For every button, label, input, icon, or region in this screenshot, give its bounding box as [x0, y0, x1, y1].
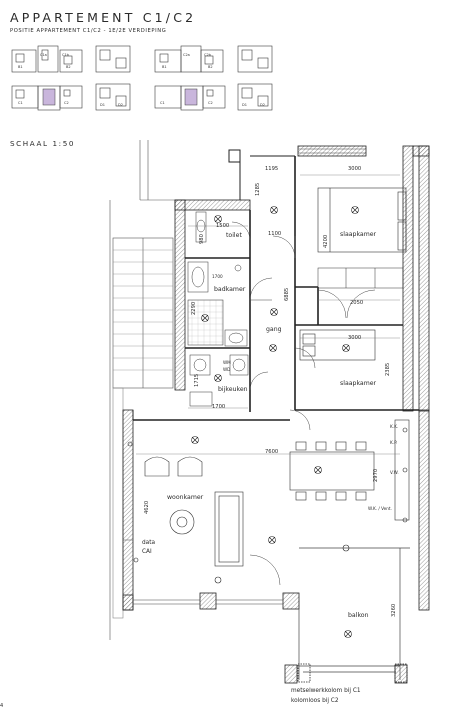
- windows: [123, 148, 366, 605]
- annotation-kp: K.P.: [390, 440, 398, 445]
- dimension-1500: 1500: [216, 223, 230, 229]
- column-marker-left: [297, 663, 311, 683]
- interior-walls: [133, 156, 419, 421]
- annotation-wm: WM: [223, 360, 231, 365]
- bijkeuken-fixtures: [189, 354, 249, 407]
- highlight-apartment-c1: [42, 88, 56, 106]
- room-label-slaapkamer-1: slaapkamer: [340, 231, 377, 238]
- annotation-wd: WD: [223, 367, 231, 372]
- thumb-tag: C1b: [62, 53, 70, 57]
- room-label-woonkamer: woonkamer: [167, 494, 204, 501]
- thumb-tag: C2b: [204, 53, 212, 57]
- living-furniture: [144, 419, 410, 567]
- annotation-cai: CAI: [142, 549, 152, 555]
- dimension-4620: 4620: [144, 500, 150, 514]
- dimension-6885: 6885: [284, 287, 290, 301]
- dimension-3000-b: 3000: [348, 335, 362, 341]
- page-title: APPARTEMENT C1/C2: [10, 10, 197, 25]
- column-marker-right: [394, 663, 408, 683]
- dimension-7600: 7600: [265, 449, 279, 455]
- thumb-tag: D2: [118, 103, 123, 107]
- thumb-tag: C1: [18, 101, 23, 105]
- thumb-tag: B1: [162, 65, 167, 69]
- thin-partitions: [132, 149, 295, 420]
- dimension-1715: 1715: [194, 373, 200, 387]
- key-plan-right-top: [154, 45, 273, 73]
- dimension-2050: 2050: [350, 300, 364, 306]
- annotation-data: data: [142, 540, 156, 546]
- dimension-2290: 2290: [191, 301, 197, 315]
- bed-slaapkamer-2: [299, 329, 376, 361]
- thumb-tag: B1: [18, 65, 23, 69]
- dimension-4200: 4200: [323, 234, 329, 248]
- electrical-symbols: [127, 206, 408, 638]
- structural-walls: [122, 145, 430, 684]
- room-label-slaapkamer-2: slaapkamer: [340, 380, 377, 387]
- room-label-gang: gang: [266, 326, 282, 333]
- scale-label: SCHAAL 1:50: [10, 139, 76, 148]
- key-plan-right-bottom: [154, 83, 273, 111]
- key-plan-left-top: [11, 45, 131, 73]
- dimension-3000-a: 3000: [348, 166, 362, 172]
- balcony-outline: [298, 547, 410, 680]
- dimension-1285: 1285: [255, 182, 261, 196]
- dimension-980: 980: [199, 234, 205, 244]
- thumb-tag: B2: [66, 65, 71, 69]
- thumb-tag: B2: [208, 65, 213, 69]
- thumb-tag: C1: [160, 101, 165, 105]
- room-label-bijkeuken: bijkeuken: [218, 386, 248, 393]
- room-label-balkon: balkon: [348, 612, 369, 619]
- highlight-apartment-c2: [184, 88, 198, 106]
- thumb-tag: C2a: [183, 53, 190, 57]
- footnote-line-1: metselwerkkolom bij C1: [291, 688, 361, 694]
- bathroom-fixtures: [187, 211, 248, 347]
- doors: [231, 221, 376, 586]
- bed-slaapkamer-1: [317, 187, 407, 253]
- dimension-1100: 1100: [268, 231, 282, 237]
- annotation-vw: V.W.: [390, 470, 399, 475]
- key-plan-left-bottom: [11, 83, 131, 111]
- dimension-2970: 2970: [373, 468, 379, 482]
- thumb-tag: D1: [100, 103, 105, 107]
- thumb-tag: C2: [208, 101, 213, 105]
- dimension-2385: 2385: [385, 362, 391, 376]
- annotation-kk: K.K.: [390, 424, 399, 429]
- thumb-tag: C1a: [40, 53, 47, 57]
- room-label-badkamer: badkamer: [214, 286, 246, 293]
- thumb-tag: D1: [242, 103, 247, 107]
- annotation-wk-vent: W.K. / Vent.: [368, 506, 392, 511]
- thumb-tag: C2: [64, 101, 69, 105]
- dimension-lines: [136, 174, 400, 455]
- footnote-line-2: kolomloos bij C2: [291, 698, 339, 704]
- dimension-1700-a: 1700: [212, 274, 223, 279]
- thumb-tag: D2: [260, 103, 265, 107]
- page-subtitle: POSITIE APPARTEMENT C1/C2 - 1E/2E VERDIE…: [10, 28, 167, 34]
- stairwell: [109, 140, 175, 640]
- dimension-1195: 1195: [265, 166, 279, 172]
- dimension-1700-b: 1700: [212, 404, 226, 410]
- room-label-toilet: toilet: [226, 232, 242, 239]
- wardrobe-slaapkamer-1: [317, 267, 404, 289]
- dimension-3260: 3260: [391, 603, 397, 617]
- page-number: 4: [0, 703, 4, 709]
